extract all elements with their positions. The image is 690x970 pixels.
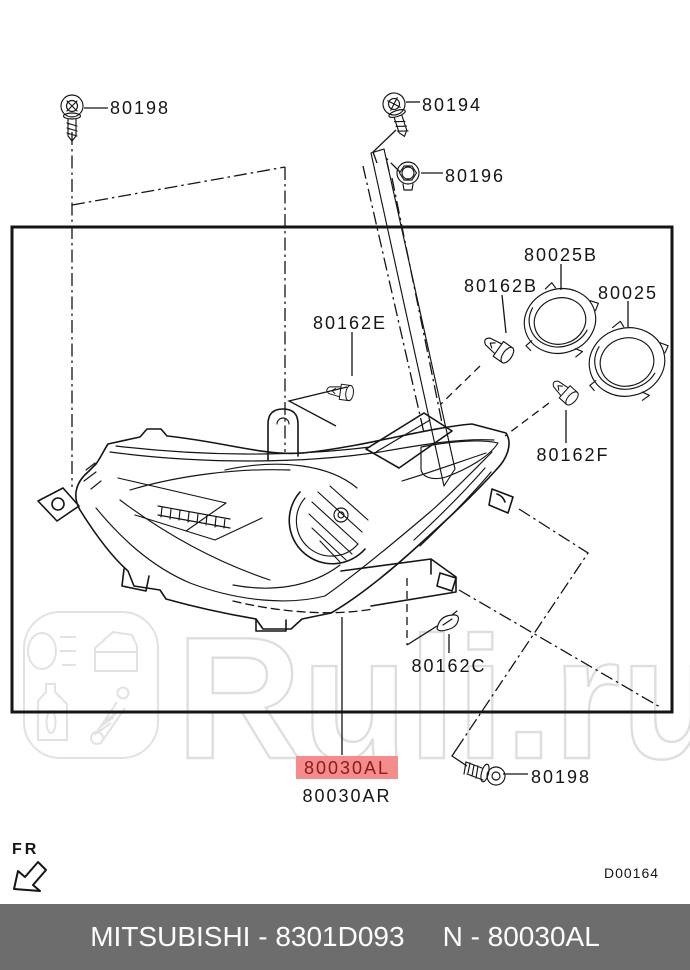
footer-part-ref: N - 80030AL bbox=[442, 921, 600, 952]
leader-lines bbox=[84, 101, 629, 775]
bulb-icon bbox=[326, 383, 354, 402]
part-label-80196: 80196 bbox=[445, 166, 506, 186]
diagram-code: D00164 bbox=[604, 865, 660, 881]
part-label-80162C: 80162C bbox=[411, 656, 487, 676]
part-label-80162B: 80162B bbox=[463, 276, 539, 296]
part-label-80025B: 80025B bbox=[523, 245, 599, 265]
footer-bar: MITSUBISHI - 8301D093 N - 80030AL bbox=[0, 904, 690, 970]
retaining-ring-icon bbox=[588, 320, 669, 401]
part-label-80162F: 80162F bbox=[536, 445, 610, 465]
part-label-80198-bottom: 80198 bbox=[531, 767, 592, 787]
bulb-icon bbox=[552, 380, 579, 406]
part-label-80162E: 80162E bbox=[312, 313, 388, 333]
watermark-logo-icon bbox=[23, 611, 159, 759]
footer-brand-part: MITSUBISHI - 8301D093 bbox=[90, 921, 405, 952]
trim-bracket bbox=[370, 148, 456, 487]
fr-arrow-icon bbox=[13, 861, 47, 892]
part-label-80025: 80025 bbox=[597, 283, 659, 303]
fr-direction-label: FR bbox=[12, 841, 40, 858]
screw-icon bbox=[60, 94, 84, 142]
part-label-80030AR: 80030AR bbox=[302, 786, 392, 806]
bolt-icon bbox=[463, 761, 506, 786]
retaining-ring-icon bbox=[523, 282, 599, 358]
bulb-icon bbox=[484, 337, 515, 364]
part-label-80194: 80194 bbox=[422, 95, 483, 115]
screw-icon bbox=[382, 92, 409, 137]
part-label-80030AL-highlighted[interactable]: 80030AL bbox=[295, 756, 399, 779]
clip-icon bbox=[436, 610, 459, 632]
flange-nut-icon bbox=[396, 161, 420, 191]
center-lines bbox=[71, 129, 661, 767]
part-label-80198-top: 80198 bbox=[110, 98, 171, 118]
headlamp-drawing bbox=[37, 408, 514, 632]
